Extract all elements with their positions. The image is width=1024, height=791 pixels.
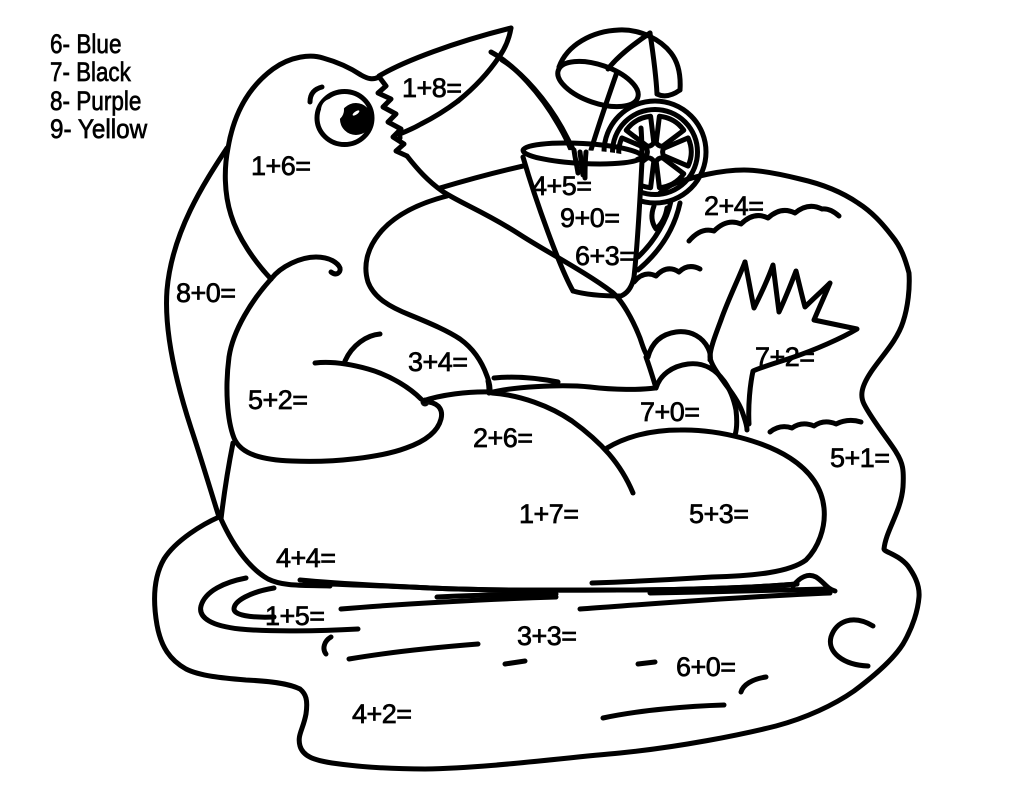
svg-text:7+2=: 7+2=: [755, 342, 815, 372]
svg-text:8+0=: 8+0=: [176, 278, 236, 308]
svg-text:4+4=: 4+4=: [276, 543, 336, 573]
svg-text:6+0=: 6+0=: [676, 652, 736, 682]
svg-text:2+6=: 2+6=: [473, 423, 533, 453]
svg-text:6- Blue: 6- Blue: [50, 29, 122, 59]
svg-text:2+4=: 2+4=: [704, 191, 764, 221]
svg-text:7- Black: 7- Black: [50, 57, 131, 87]
svg-text:1+6=: 1+6=: [251, 151, 311, 181]
svg-text:5+1=: 5+1=: [830, 443, 890, 473]
svg-text:4+2=: 4+2=: [352, 699, 412, 729]
svg-text:5+2=: 5+2=: [248, 385, 308, 415]
svg-text:3+3=: 3+3=: [517, 621, 577, 651]
svg-text:5+3=: 5+3=: [689, 499, 749, 529]
svg-text:1+8=: 1+8=: [402, 73, 462, 103]
svg-text:7+0=: 7+0=: [640, 397, 700, 427]
svg-text:3+4=: 3+4=: [408, 347, 468, 377]
svg-text:1+5=: 1+5=: [265, 601, 325, 631]
svg-text:1+7=: 1+7=: [519, 499, 579, 529]
svg-text:4+5=: 4+5=: [532, 171, 592, 201]
svg-text:9+0=: 9+0=: [560, 203, 620, 233]
svg-text:8- Purple: 8- Purple: [50, 86, 141, 116]
svg-text:6+3=: 6+3=: [575, 241, 635, 271]
svg-text:9- Yellow: 9- Yellow: [50, 114, 148, 144]
